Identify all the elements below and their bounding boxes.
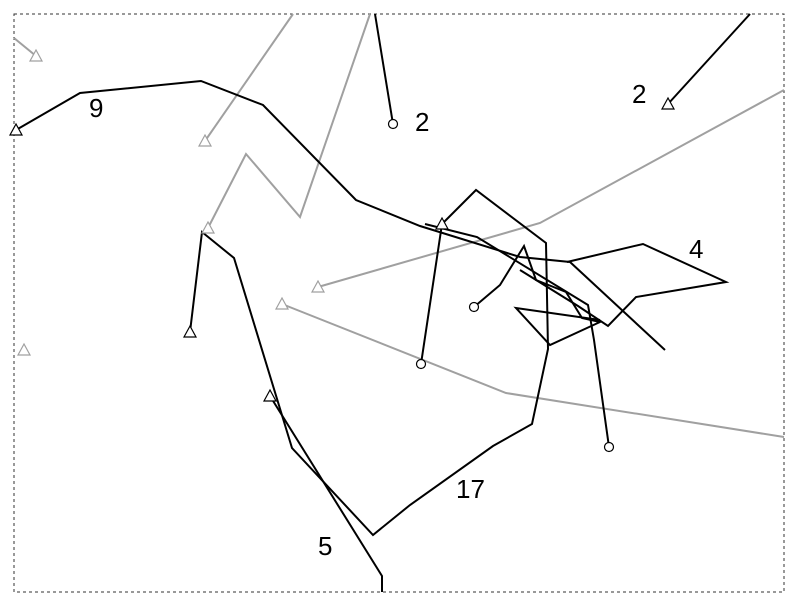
track-gray-corner	[13, 37, 37, 57]
track-gray-lower	[281, 303, 785, 438]
triangle-marker	[182, 324, 198, 338]
label-9: 9	[89, 93, 103, 123]
triangle-marker	[200, 220, 216, 234]
triangle-marker	[434, 216, 450, 230]
label-2-b: 2	[632, 79, 646, 109]
track-9	[15, 79, 666, 351]
track-17	[189, 188, 550, 537]
triangle-marker	[28, 48, 44, 62]
triangle-marker	[310, 279, 326, 293]
label-2-a: 2	[415, 107, 429, 137]
track-5	[269, 395, 383, 592]
triangle-marker	[274, 296, 290, 310]
circle-marker	[415, 358, 427, 370]
triangle-marker	[8, 122, 24, 136]
circle-marker	[468, 301, 480, 313]
circle-marker	[387, 118, 399, 130]
triangle-marker	[197, 133, 213, 147]
label-5: 5	[318, 531, 332, 561]
track-right-circle	[424, 223, 610, 448]
triangle-marker	[660, 96, 676, 110]
track-2-corner	[667, 13, 751, 105]
track-gray-zigzag	[207, 13, 371, 229]
triangle-marker	[16, 342, 32, 356]
label-17: 17	[456, 474, 485, 504]
dashed-frame	[13, 13, 785, 593]
label-4: 4	[689, 234, 703, 264]
track-4	[519, 242, 730, 328]
track-2-short	[374, 13, 394, 125]
circle-marker	[603, 441, 615, 453]
triangle-marker	[262, 388, 278, 402]
track-gray-diagonal	[317, 89, 785, 288]
track-gray-top	[204, 13, 294, 142]
marker-layer	[8, 48, 676, 453]
track-center-circle	[473, 243, 604, 347]
